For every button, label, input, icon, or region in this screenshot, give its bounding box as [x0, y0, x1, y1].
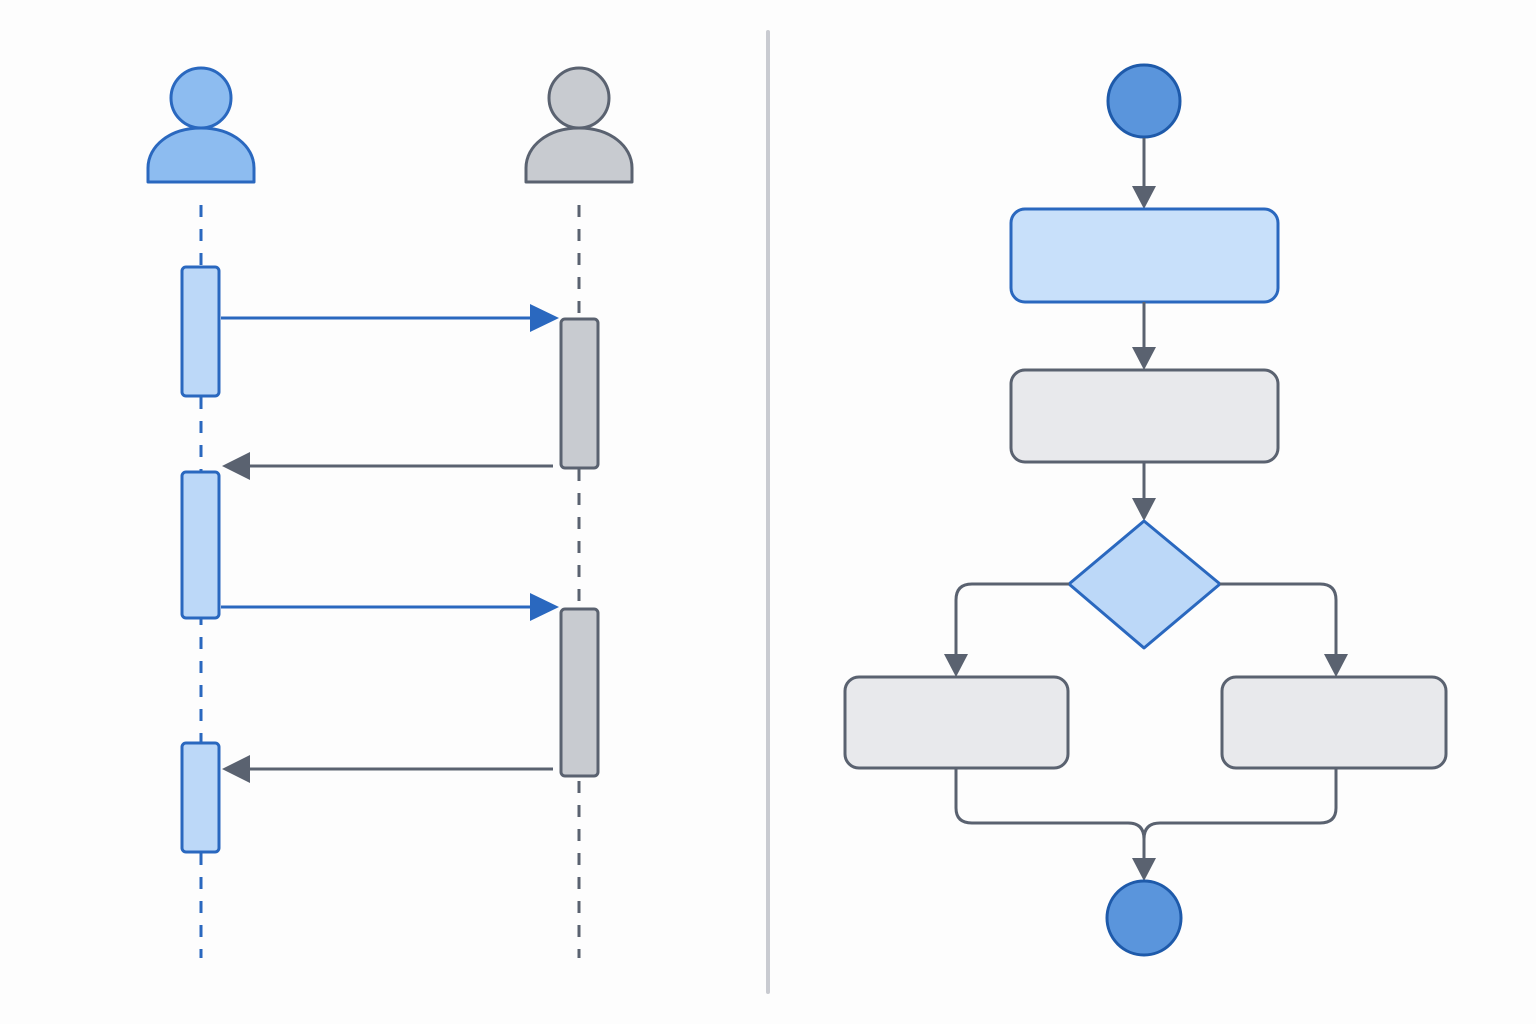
message-2-arrow: [222, 452, 553, 480]
actor-b-user-icon: [524, 66, 634, 184]
sequence-diagram: [146, 66, 634, 958]
connector-decision-to-left-branch: [944, 582, 1069, 677]
flowchart-branch-right-box: [1220, 675, 1448, 770]
connector-step-1-to-step-2: [1132, 302, 1156, 370]
flowchart: [843, 63, 1448, 957]
actor-a-activation-2: [180, 470, 221, 620]
flowchart-end-node: [1105, 879, 1183, 957]
connector-branches-merge: [954, 768, 1338, 881]
message-4-arrow: [222, 755, 553, 783]
actor-a-activation-3: [180, 741, 221, 854]
flowchart-step-1-box: [1009, 207, 1280, 304]
connector-start-to-step-1: [1132, 138, 1156, 209]
flowchart-decision-diamond: [1067, 519, 1222, 650]
flowchart-step-2-box: [1009, 368, 1280, 464]
message-3-arrow: [221, 593, 559, 621]
actor-a-activation-1: [180, 265, 221, 398]
connector-decision-to-right-branch: [1220, 582, 1348, 677]
flowchart-branch-left-box: [843, 675, 1070, 770]
actor-a-user-icon: [146, 66, 256, 184]
actor-b-activation-1: [559, 317, 600, 470]
connector-step-2-to-decision: [1132, 462, 1156, 521]
message-1-arrow: [221, 304, 559, 332]
actor-b-activation-2: [559, 607, 600, 778]
flowchart-start-node: [1106, 63, 1182, 139]
